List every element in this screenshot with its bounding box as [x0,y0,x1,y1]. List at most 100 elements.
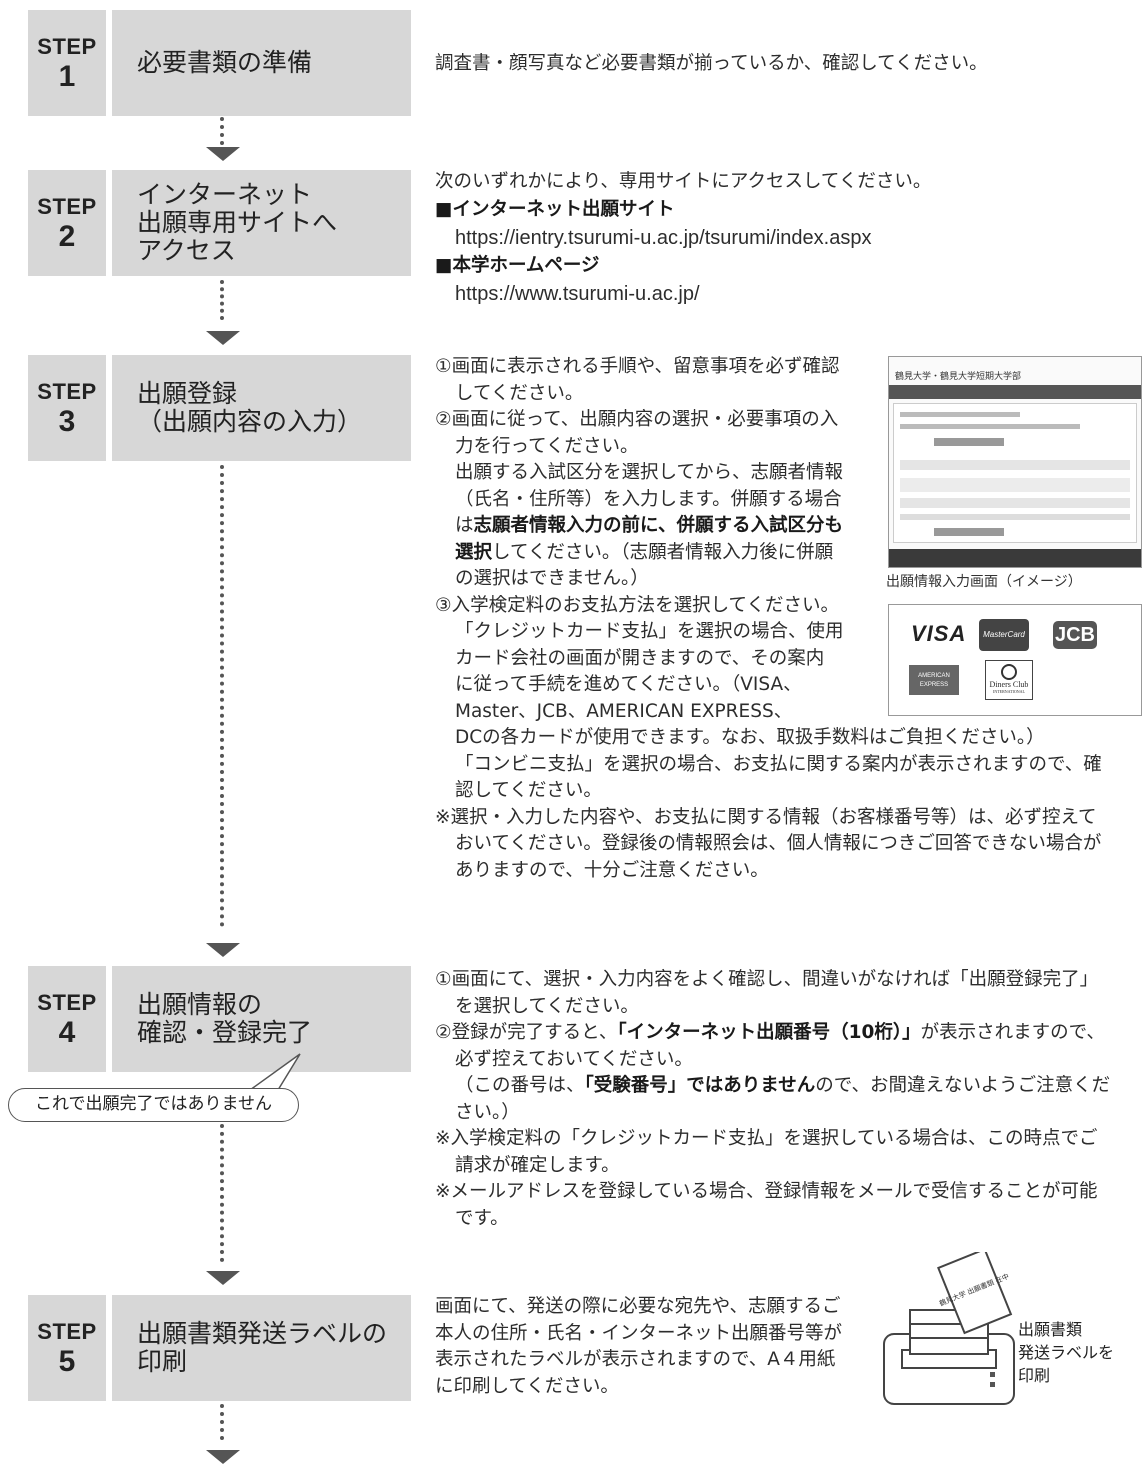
step-label: STEP [37,379,97,404]
text-line: 選択してください。（志願者情報入力後に併願 [435,540,1102,567]
text-line: に従って手続を進めてください。（VISA、 [455,674,802,695]
text-line: ①画面にて、選択・入力内容をよく確認し、間違いがなければ「出願登録完了」 [435,969,1099,990]
down-arrow-icon [206,1271,240,1285]
step-1-title-box: 必要書類の準備 [112,10,411,116]
site-label: ■インターネット出願サイト [435,199,675,220]
text-line: に印刷してください。 [435,1375,619,1397]
site-url-link[interactable]: https://www.tsurumi-u.ac.jp/ [455,283,700,305]
text-line: 調査書・顔写真など必要書類が揃っているか、確認してください。 [435,53,988,74]
step-label: STEP [37,990,97,1015]
diners-sub: INTERNATIONAL [993,689,1025,694]
text-line: の選択はできません。） [455,568,649,589]
text-line: 画面にて、発送の際に必要な宛先や、志願するご [435,1296,841,1317]
step-4-description: ①画面にて、選択・入力内容をよく確認し、間違いがなければ「出願登録完了」 を選択… [435,967,1110,1232]
text-line: Master、JCB、AMERICAN EXPRESS、 [455,700,793,722]
credit-card-logos: VISA MasterCard JCB AMERICAN EXPRESS Din… [888,604,1142,716]
text-line: ①画面に表示される手順や、留意事項を必ず確認 [435,356,840,377]
amex-logo: AMERICAN EXPRESS [909,665,959,695]
form-row [900,478,1130,492]
step-2-title-box: インターネット 出願専用サイトへ アクセス [112,170,411,276]
jcb-logo: JCB [1053,621,1097,649]
text-line: 請求が確定します。 [455,1154,620,1176]
step-number: 1 [58,60,76,93]
site-url-link[interactable]: https://ientry.tsurumi-u.ac.jp/tsurumi/i… [455,227,872,249]
step-4-title-box: 出願情報の 確認・登録完了 [112,966,411,1072]
text-line: ※選択・入力した内容や、お支払に関する情報（お客様番号等）は、必ず控えて [435,806,1097,828]
text-line: ※メールアドレスを登録している場合、登録情報をメールで受信することが可能 [435,1181,1098,1202]
screenshot-form-area [893,403,1137,543]
site-label: ■本学ホームページ [435,255,600,276]
connector-dots [220,1124,224,1262]
form-row [900,498,1130,508]
step-4-title: 出願情報の 確認・登録完了 [137,990,313,1047]
form-row [900,514,1130,520]
down-arrow-icon [206,147,240,161]
form-line [900,424,1080,429]
step-2-badge: STEP 2 [28,170,106,276]
bold-text: 「インターネット出願番号（10桁）」 [617,1022,921,1043]
text-line: DCの各カードが使用できます。なお、取扱手数料はご負担ください。） [455,727,1045,748]
diners-club-logo: Diners Club INTERNATIONAL [985,660,1033,700]
step-label: STEP [37,34,97,59]
text-line: （氏名・住所等）を入力します。併願する場合 [455,488,842,510]
text-line: ③入学検定料のお支払方法を選択してください。 [435,594,839,616]
application-form-screenshot: 鶴見大学・鶴見大学短期大学部 [888,356,1142,568]
text-line: を選択してください。 [455,995,639,1017]
text-line: してください。 [455,382,584,404]
text-span: ②登録が完了すると、 [435,1022,618,1043]
bold-text: 選択 [455,541,493,563]
text-line: ②画面に従って、出願内容の選択・必要事項の入 [435,409,839,430]
mastercard-logo: MasterCard [979,619,1029,651]
connector-dots [220,280,224,320]
text-line: 認してください。 [455,780,602,801]
bold-text: 志願者情報入力の前に、併願する入試区分も [473,515,843,536]
screenshot-caption: 出願情報入力画面（イメージ） [886,574,1082,590]
text-line: ありますので、十分ご注意ください。 [455,859,769,881]
step-5-title-box: 出願書類発送ラベルの 印刷 [112,1295,411,1401]
step-number: 2 [58,220,76,253]
step-5-title: 出願書類発送ラベルの 印刷 [137,1319,388,1376]
diners-circle-icon [1001,664,1017,680]
text-line: ②登録が完了すると、「インターネット出願番号（10桁）」が表示されますので、 [435,1020,1110,1047]
step-label: STEP [37,194,97,219]
step-5-description: 画面にて、発送の際に必要な宛先や、志願するご 本人の住所・氏名・インターネット出… [435,1294,842,1400]
step-3-badge: STEP 3 [28,355,106,461]
screenshot-header: 鶴見大学・鶴見大学短期大学部 [895,372,1022,382]
form-line [900,412,1020,417]
text-span: が表示されますので、 [920,1022,1105,1043]
text-line: 表示されたラベルが表示されますので、A４用紙 [435,1349,836,1370]
step-number: 5 [58,1345,76,1378]
text-line: 本人の住所・氏名・インターネット出願番号等が [435,1322,843,1344]
step-1-title: 必要書類の準備 [137,48,313,77]
text-line: 次のいずれかにより、専用サイトにアクセスしてください。 [435,171,932,192]
step-label: STEP [37,1319,97,1344]
text-line: カード会社の画面が開きますので、その案内 [455,647,825,669]
text-line: 「コンビニ支払」を選択の場合、お支払に関する案内が表示されますので、確 [455,753,1102,775]
connector-dots [220,465,224,927]
step-2-title: インターネット 出願専用サイトへ アクセス [137,180,338,265]
connector-dots [220,1404,224,1440]
step-3-title-box: 出願登録 （出願内容の入力） [112,355,411,461]
step-1-description: 調査書・顔写真など必要書類が揃っているか、確認してください。 [435,51,988,78]
notice-callout: これで出願完了ではありません [8,1088,299,1122]
form-row [900,460,1130,470]
text-span: してください。（志願者情報入力後に併願 [492,541,834,563]
screenshot-footer [889,549,1141,567]
text-line: 「クレジットカード支払」を選択の場合、使用 [455,621,844,642]
text-line: おいてください。登録後の情報照会は、個人情報につきご回答できない場合が [455,833,1102,854]
text-span: ので、お間違えないようご注意くだ [815,1075,1111,1096]
step-4-badge: STEP 4 [28,966,106,1072]
step-number: 4 [58,1016,76,1049]
text-span: （この番号は、 [455,1075,585,1096]
step-5-badge: STEP 5 [28,1295,106,1401]
text-line: （この番号は、「受験番号」ではありませんので、お間違えないようご注意くだ [435,1073,1110,1100]
visa-logo: VISA [911,621,967,646]
text-line: 出願する入試区分を選択してから、志願者情報 [455,462,843,483]
text-span: は [455,515,474,536]
step-3-title: 出願登録 （出願内容の入力） [137,379,363,436]
text-line: は志願者情報入力の前に、併願する入試区分も [435,513,1102,540]
text-line: です。 [455,1207,509,1229]
printer-icon: 鶴見大学 出願書類 在中 [883,1252,1015,1405]
screenshot-progress-bar [889,385,1141,399]
connector-dots [220,117,224,145]
